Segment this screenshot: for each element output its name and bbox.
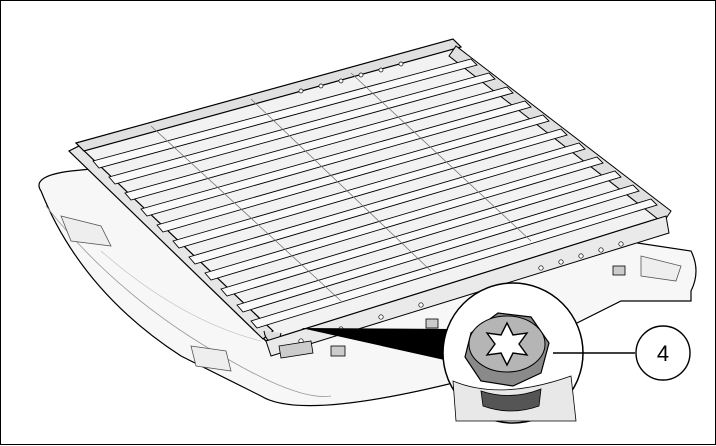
detail-zoom [442,282,584,424]
torx-bolt [464,312,550,412]
callout-bubble [635,325,691,381]
callout-leader [301,328,453,361]
roof-rack [67,38,672,359]
callout-number: 4 [657,341,669,366]
